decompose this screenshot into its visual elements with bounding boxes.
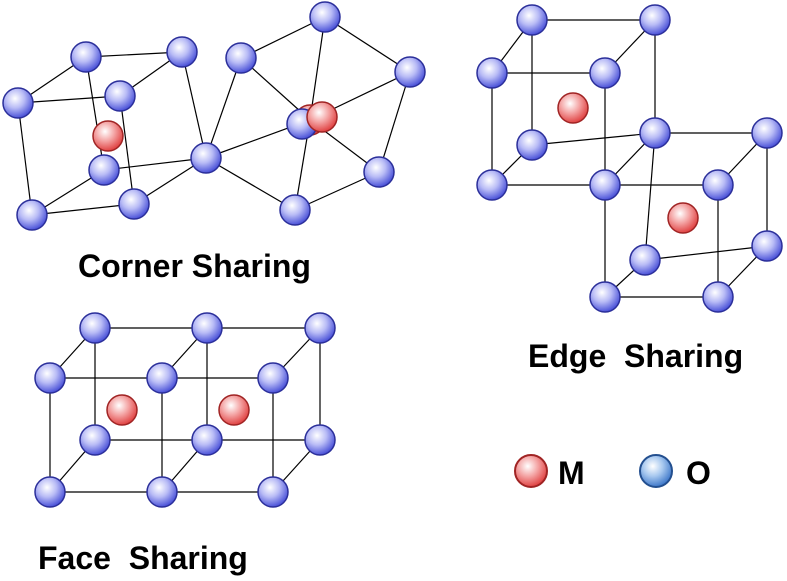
- face-sharing-atoms: [34, 312, 336, 508]
- metal-atom: [306, 101, 338, 133]
- oxygen-atom: [476, 169, 508, 201]
- oxygen-atom: [104, 80, 136, 112]
- metal-atom: [667, 202, 699, 234]
- oxygen-atom: [16, 199, 48, 231]
- oxygen-atom: [309, 1, 341, 33]
- shared-oxygen-atom: [589, 169, 621, 201]
- oxygen-atom: [70, 41, 102, 73]
- shared-oxygen-atom: [146, 476, 178, 508]
- corner-sharing-caption: Corner Sharing: [78, 248, 311, 284]
- oxygen-atom: [34, 362, 66, 394]
- oxygen-atom: [702, 281, 734, 313]
- metal-atom: [557, 92, 589, 124]
- oxygen-atom: [225, 42, 257, 74]
- oxygen-atom: [118, 188, 150, 220]
- edge-sharing-structure: [476, 4, 783, 313]
- oxygen-atom: [279, 194, 311, 226]
- shared-oxygen-atom: [146, 362, 178, 394]
- corner-sharing-structure: [2, 1, 426, 231]
- oxygen-atom: [516, 129, 548, 161]
- oxygen-atom: [79, 424, 111, 456]
- metal-atom: [218, 394, 250, 426]
- oxygen-atom: [516, 4, 548, 36]
- oxygen-atom: [34, 476, 66, 508]
- oxygen-atom: [629, 244, 661, 276]
- edge-sharing-atoms: [476, 4, 783, 313]
- face-sharing-structure: [34, 312, 336, 508]
- oxygen-atom: [476, 57, 508, 89]
- oxygen-atom: [304, 424, 336, 456]
- oxygen-atom: [257, 476, 289, 508]
- oxygen-atom: [589, 57, 621, 89]
- oxygen-atom: [751, 230, 783, 262]
- oxygen-atom: [166, 36, 198, 68]
- oxygen-atom: [363, 156, 395, 188]
- edge-sharing-caption: Edge Sharing: [528, 338, 744, 374]
- oxygen-atom: [639, 4, 671, 36]
- corner-sharing-atoms: [2, 1, 426, 231]
- face-sharing-bonds: [49, 327, 321, 493]
- metal-atom: [106, 394, 138, 426]
- shared-oxygen-atom: [191, 312, 223, 344]
- shared-oxygen-atom: [639, 117, 671, 149]
- oxygen-atom: [702, 169, 734, 201]
- oxygen-atom: [304, 312, 336, 344]
- shared-oxygen-atom: [191, 424, 223, 456]
- legend-metal-label: M: [558, 455, 585, 491]
- legend: [514, 454, 673, 488]
- oxygen-atom: [88, 154, 120, 186]
- oxygen-atom: [2, 87, 34, 119]
- oxygen-atom: [79, 312, 111, 344]
- oxygen-atom: [394, 56, 426, 88]
- metal-atom: [92, 120, 124, 152]
- oxygen-atom: [751, 117, 783, 149]
- legend-oxygen-label: O: [686, 455, 711, 491]
- shared-oxygen-atom: [190, 142, 222, 174]
- legend-oxygen-atom: [639, 454, 673, 488]
- oxygen-atom: [257, 362, 289, 394]
- oxygen-atom: [589, 281, 621, 313]
- face-sharing-caption: Face Sharing: [38, 540, 248, 576]
- legend-metal-atom: [514, 454, 548, 488]
